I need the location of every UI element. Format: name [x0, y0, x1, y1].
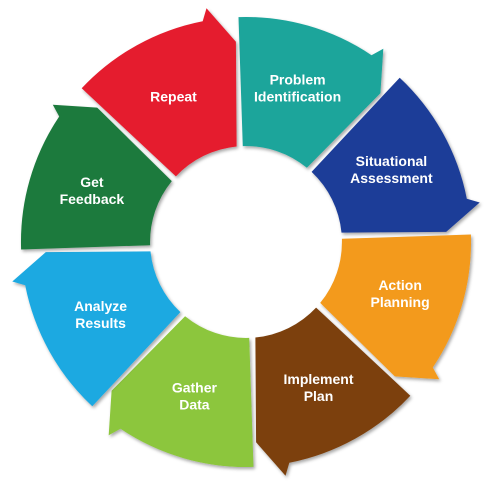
cycle-segment-label-line: Identification — [254, 88, 341, 104]
cycle-segment-label-line: Planning — [371, 294, 430, 310]
cycle-segment-label-line: Plan — [304, 388, 334, 404]
cycle-segment-1 — [238, 16, 384, 168]
cycle-segment-label-line: Data — [179, 397, 210, 413]
cycle-segment-8 — [81, 8, 237, 177]
cycle-segment-3 — [320, 234, 472, 380]
cycle-segment-label-line: Problem — [270, 71, 326, 87]
cycle-segment-label-line: Get — [80, 174, 104, 190]
cycle-segment-label-line: Results — [75, 315, 126, 331]
cycle-segment-4 — [255, 307, 411, 476]
cycle-segment-6 — [12, 251, 181, 407]
cycle-segment-label-line: Gather — [172, 380, 218, 396]
segments-layer — [12, 8, 480, 476]
cycle-segment-7 — [20, 104, 172, 250]
cycle-segment-label-line: Analyze — [74, 298, 127, 314]
cycle-segment-label-line: Feedback — [60, 191, 125, 207]
cycle-segment-label-line: Implement — [283, 371, 353, 387]
cycle-segment-5 — [108, 316, 254, 468]
cycle-segment-label-line: Action — [378, 277, 422, 293]
cycle-segment-label-line: Repeat — [150, 89, 197, 105]
cycle-segment-label-line: Assessment — [350, 170, 433, 186]
cycle-segment-label-line: Situational — [356, 153, 428, 169]
cycle-segment-2 — [311, 77, 480, 233]
cycle-segment-label-8: Repeat — [150, 89, 197, 105]
